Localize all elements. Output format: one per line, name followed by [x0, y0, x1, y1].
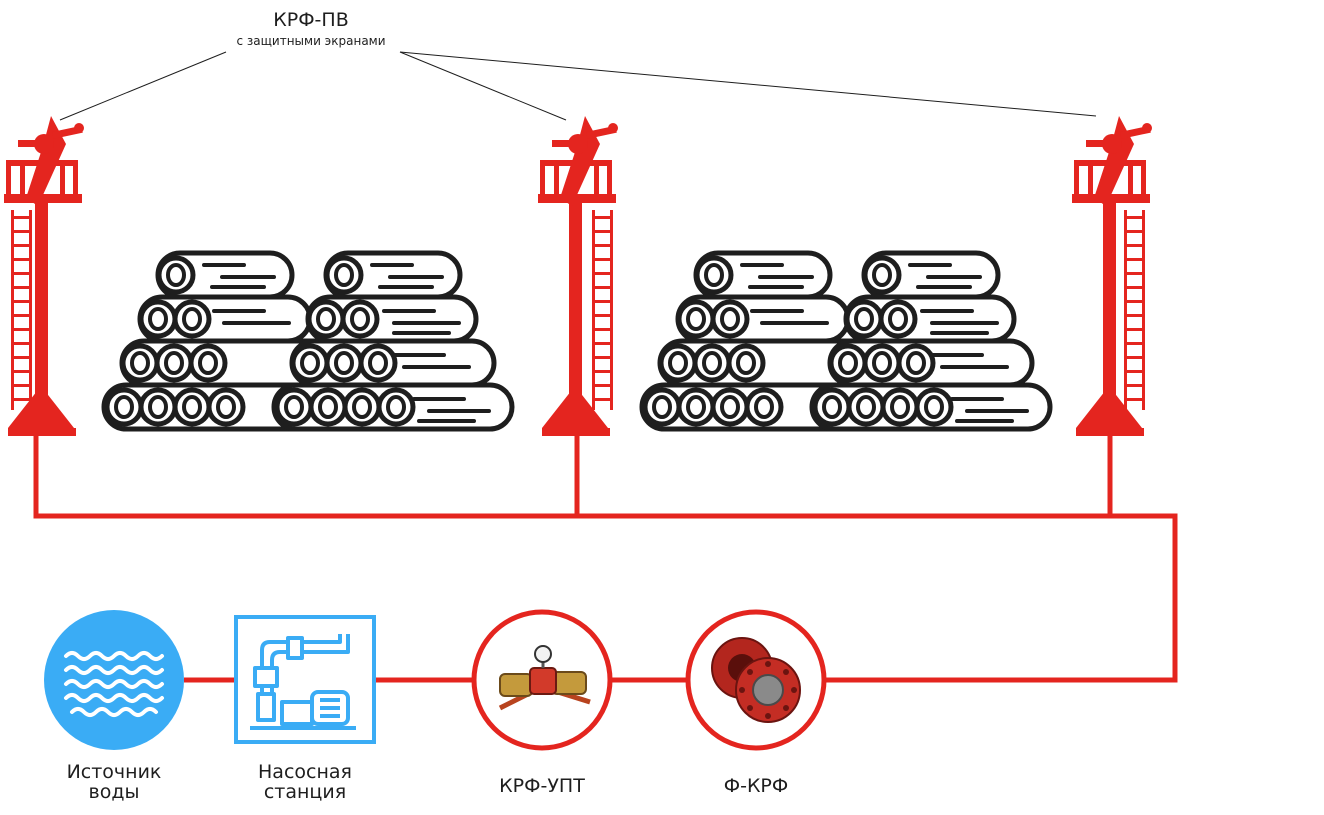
water-source-node [44, 610, 184, 750]
fire-monitor-tower-icon [1072, 116, 1152, 436]
control-valve-unit-icon [498, 645, 591, 711]
flange-filter-icon [711, 637, 801, 723]
f-krf-node [685, 609, 827, 751]
water-waves-icon [64, 651, 164, 717]
title-label: КРФ-ПВ [273, 9, 349, 31]
water-source-label-line1: Источник [66, 761, 162, 783]
fire-monitor-tower-1 [4, 116, 84, 436]
log-pile-1 [104, 253, 512, 429]
fire-monitor-tower-icon [538, 116, 618, 436]
krf-upt-label: КРФ-УПТ [499, 775, 585, 797]
pipe-network [33, 436, 1178, 683]
pump-station-icon [250, 634, 356, 730]
water-source-label-line2: воды [88, 781, 140, 803]
f-krf-label: Ф-КРФ [723, 775, 789, 797]
log-pile-icon [642, 253, 1050, 429]
fire-monitor-tower-icon [4, 116, 84, 436]
pump-station-label: Насосная станция [235, 762, 375, 802]
subtitle-label: с защитными экранами [236, 34, 386, 48]
pump-station-label-line2: станция [263, 781, 347, 803]
log-pile-icon [104, 253, 512, 429]
fire-monitor-tower-2 [538, 116, 618, 436]
pump-station-label-line1: Насосная [258, 761, 352, 783]
fire-monitor-tower-3 [1072, 116, 1152, 436]
callout-lines [59, 51, 1097, 121]
water-source-label: Источник воды [44, 762, 184, 802]
krf-upt-node [471, 609, 613, 751]
log-pile-2 [642, 253, 1050, 429]
pump-station-node [234, 615, 376, 744]
